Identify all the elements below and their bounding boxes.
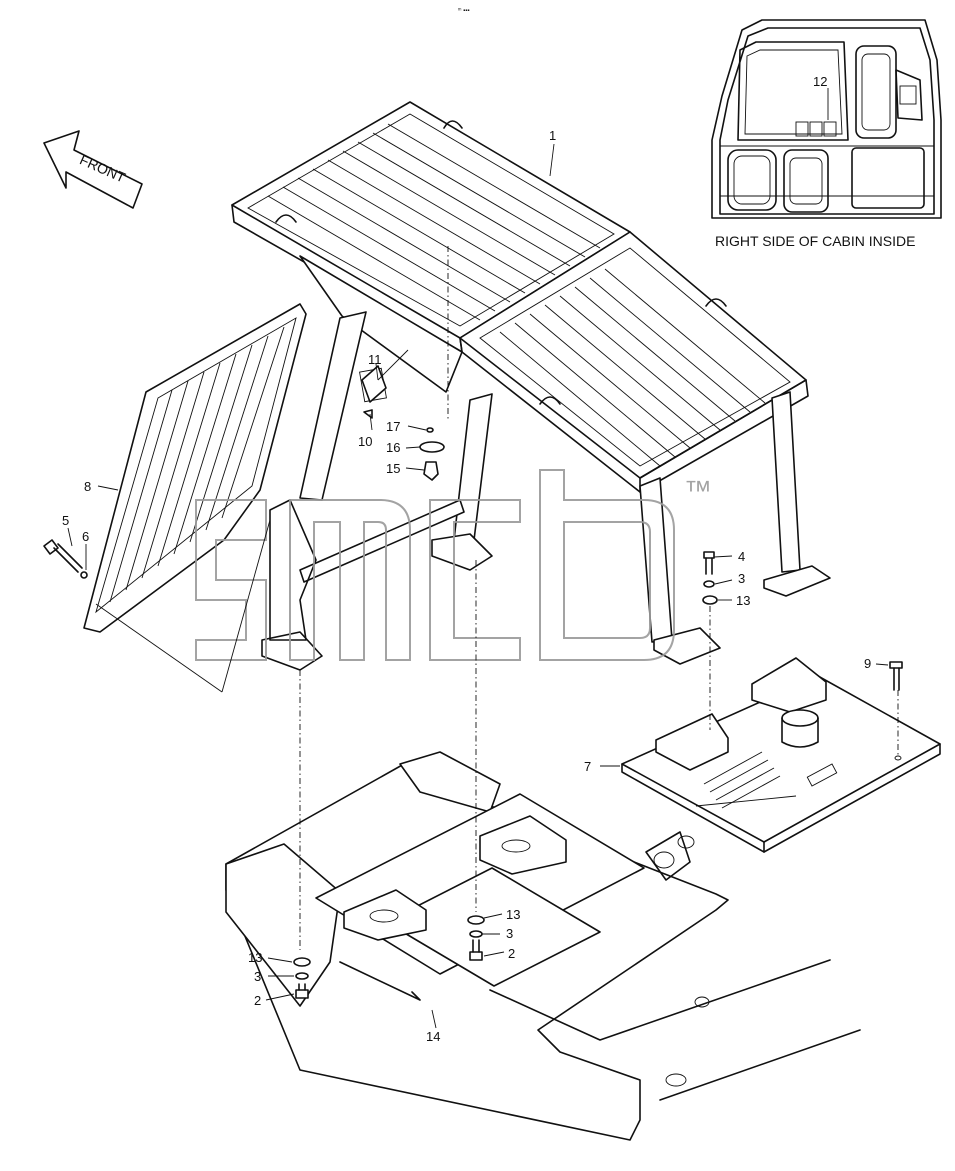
callouts: 1 11 10 17 16 15 8 5 6 4 3 13 9 7 13 3 2… bbox=[62, 128, 871, 1044]
cabin-inset: 12 RIGHT SIDE OF CABIN INSIDE bbox=[711, 19, 942, 249]
callout-6: 6 bbox=[82, 529, 89, 544]
callout-16: 16 bbox=[386, 440, 400, 455]
callout-8: 8 bbox=[84, 479, 91, 494]
callout-2-center: 2 bbox=[508, 946, 515, 961]
callout-7: 7 bbox=[584, 759, 591, 774]
callout-3-left: 3 bbox=[254, 969, 261, 984]
callout-15: 15 bbox=[386, 461, 400, 476]
front-arrow: FRONT bbox=[43, 130, 143, 209]
top-guard bbox=[231, 101, 831, 671]
callout-4: 4 bbox=[738, 549, 745, 564]
callout-13-right: 13 bbox=[736, 593, 750, 608]
watermark: ™ bbox=[195, 469, 712, 661]
callout-3-center: 3 bbox=[506, 926, 513, 941]
base-plate bbox=[621, 657, 941, 853]
callout-1: 1 bbox=[549, 128, 556, 143]
callout-5: 5 bbox=[62, 513, 69, 528]
callout-11: 11 bbox=[368, 352, 382, 367]
trademark-symbol: ™ bbox=[684, 475, 712, 506]
callout-3-right: 3 bbox=[738, 571, 745, 586]
callout-9: 9 bbox=[864, 656, 871, 671]
corner-mark: ᵐ ▪▪▪ bbox=[458, 8, 469, 14]
callout-2-left: 2 bbox=[254, 993, 261, 1008]
callout-14: 14 bbox=[426, 1029, 440, 1044]
inset-caption: RIGHT SIDE OF CABIN INSIDE bbox=[715, 233, 915, 249]
side-guard bbox=[83, 303, 307, 633]
callout-10: 10 bbox=[358, 434, 372, 449]
assembly-lines bbox=[95, 246, 899, 950]
callout-13-center: 13 bbox=[506, 907, 520, 922]
callout-17: 17 bbox=[386, 419, 400, 434]
leader-lines bbox=[67, 143, 889, 1029]
callout-13-left: 13 bbox=[248, 950, 262, 965]
callout-12: 12 bbox=[813, 74, 827, 89]
